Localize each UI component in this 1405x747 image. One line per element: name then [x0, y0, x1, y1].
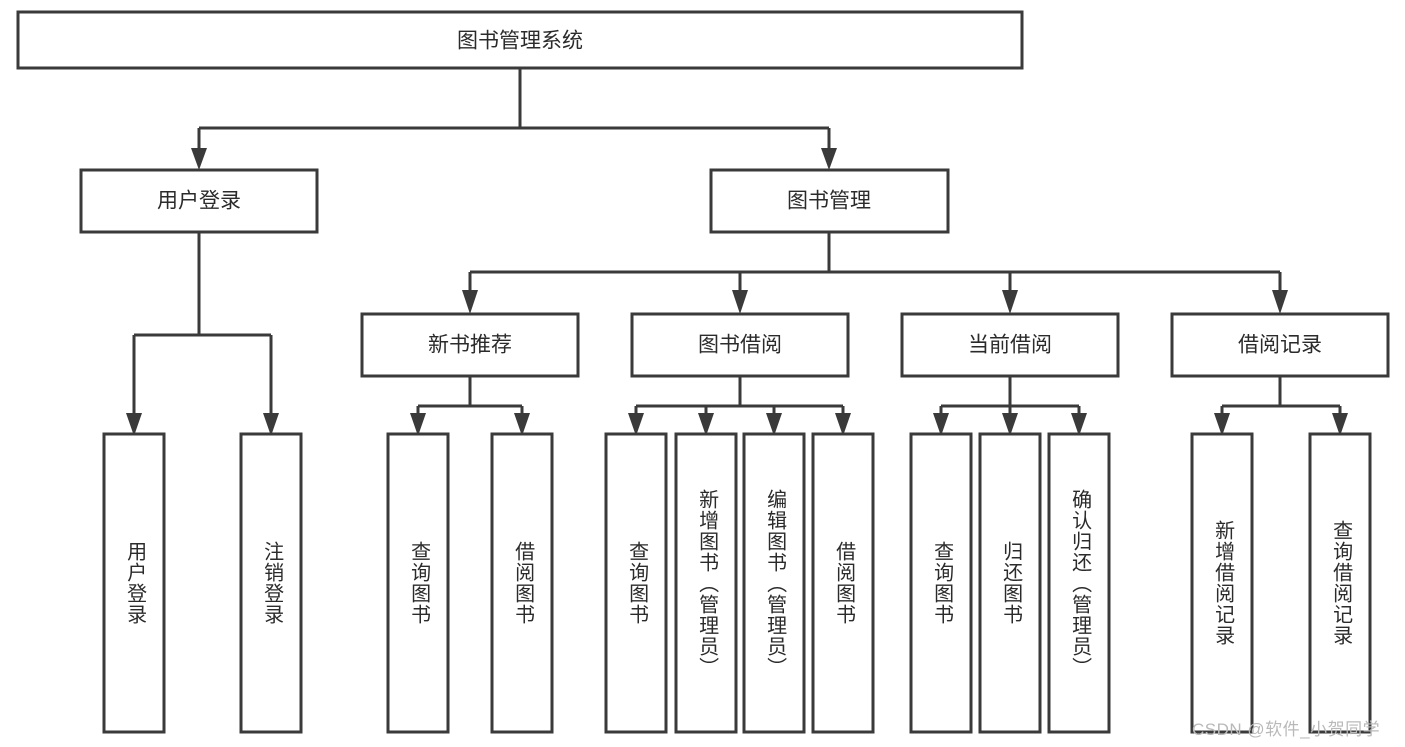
arrow-head-icon [821, 148, 837, 170]
leaf-box-query-book-1[interactable] [386, 432, 450, 734]
arrow-head-icon [1002, 413, 1018, 436]
arrow-head-icon [1272, 290, 1288, 314]
node-root-label: 图书管理系统 [457, 30, 583, 53]
node-user-login-box[interactable] [79, 168, 319, 234]
leaf-box-confirm-return-admin[interactable] [1047, 432, 1111, 734]
arrow-head-icon [1071, 413, 1087, 436]
leaf-box-edit-book-admin[interactable] [742, 432, 806, 734]
arrow-head-icon [933, 413, 949, 436]
leaf-box-add-borrow-record[interactable] [1190, 432, 1254, 734]
arrow-head-icon [698, 413, 714, 436]
node-borrow-record[interactable]: 借阅记录 [1170, 312, 1390, 378]
arrow-head-icon [1214, 413, 1230, 436]
node-root[interactable]: 图书管理系统 [16, 10, 1024, 70]
leaf-box-add-book-admin[interactable] [674, 432, 738, 734]
node-book-manage[interactable]: 图书管理 [709, 168, 950, 234]
arrow-head-icon [263, 413, 279, 436]
node-user-login[interactable]: 用户登录 [79, 168, 319, 234]
node-book-manage-label: 图书管理 [787, 190, 871, 213]
connector-book-manage-to-level3 [462, 232, 1288, 314]
node-user-login-label: 用户登录 [157, 190, 241, 213]
arrow-head-icon [514, 413, 530, 436]
node-book-borrow[interactable]: 图书借阅 [630, 312, 850, 378]
node-current-borrow[interactable]: 当前借阅 [900, 312, 1120, 378]
leaf-box-query-book-3[interactable] [909, 432, 973, 734]
arrow-head-icon [1002, 290, 1018, 314]
connector-current-borrow-to-leaves [933, 376, 1087, 436]
node-book-borrow-label: 图书借阅 [698, 334, 782, 357]
node-new-book-recommend-label: 新书推荐 [428, 334, 512, 357]
leaf-box-return-book[interactable] [978, 432, 1042, 734]
arrow-head-icon [126, 413, 142, 436]
arrow-head-icon [191, 148, 207, 170]
arrow-head-icon [732, 290, 748, 314]
connector-user-login-to-leaves [126, 232, 279, 436]
leaf-box-borrow-book-1[interactable] [490, 432, 554, 734]
leaf-box-query-borrow-record[interactable] [1308, 432, 1372, 734]
arrow-head-icon [835, 413, 851, 436]
leaf-box-borrow-book-2[interactable] [811, 432, 875, 734]
node-current-borrow-box[interactable] [900, 312, 1120, 378]
leaf-box-user-login[interactable] [102, 432, 166, 734]
node-current-borrow-label: 当前借阅 [968, 334, 1052, 357]
arrow-head-icon [766, 413, 782, 436]
leaf-box-query-book-2[interactable] [604, 432, 668, 734]
connector-root-to-level2 [191, 68, 837, 170]
node-new-book-recommend[interactable]: 新书推荐 [360, 312, 580, 378]
connector-borrow-record-to-leaves [1214, 376, 1348, 436]
node-book-borrow-box[interactable] [630, 312, 850, 378]
node-borrow-record-box[interactable] [1170, 312, 1390, 378]
node-new-book-recommend-box[interactable] [360, 312, 580, 378]
leaf-box-logout[interactable] [239, 432, 303, 734]
connector-new-book-recommend-to-leaves [410, 376, 530, 436]
connector-book-borrow-to-leaves [628, 376, 851, 436]
arrow-head-icon [628, 413, 644, 436]
node-borrow-record-label: 借阅记录 [1238, 334, 1322, 357]
node-root-box[interactable] [16, 10, 1024, 70]
arrow-head-icon [410, 413, 426, 436]
arrow-head-icon [1332, 413, 1348, 436]
arrow-head-icon [462, 290, 478, 314]
